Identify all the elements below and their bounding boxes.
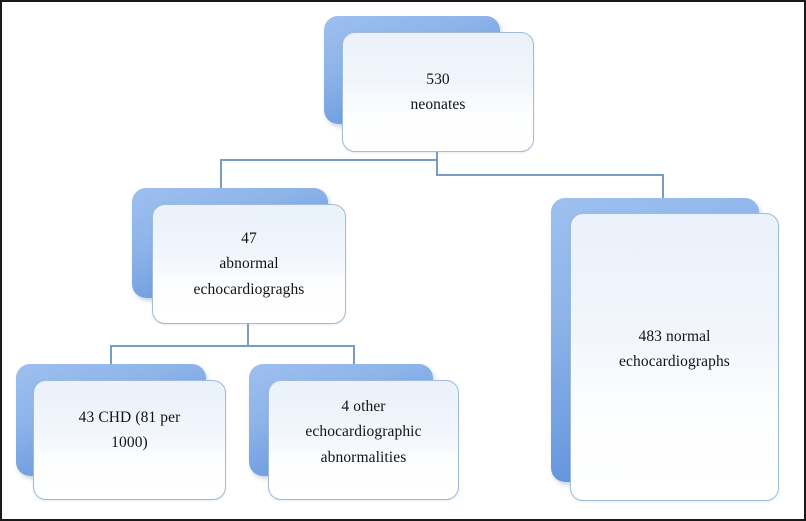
- node-abnormal-card[interactable]: 47 abnormal echocardiograghs: [152, 204, 346, 324]
- node-abnormal-echocardiographs[interactable]: 47 abnormal echocardiograghs: [132, 188, 346, 324]
- node-other-card[interactable]: 4 other echocardiographic abnormalities: [268, 380, 459, 500]
- connector-abnormal-stem: [247, 322, 249, 347]
- node-abnormal-label: 47 abnormal echocardiograghs: [193, 230, 305, 298]
- connector-root-stem: [436, 150, 438, 176]
- connector-root-to-abnormal-horizontal: [220, 159, 438, 161]
- connector-abnormal-to-chd-drop: [110, 345, 112, 369]
- node-normal-label: 483 normal echocardiographs: [619, 327, 730, 370]
- node-root-card[interactable]: 530 neonates: [342, 32, 534, 152]
- node-normal-echocardiographs[interactable]: 483 normal echocardiographs: [551, 198, 779, 501]
- node-other-label: 4 other echocardiographic abnormalities: [305, 398, 422, 466]
- node-other-abnormalities[interactable]: 4 other echocardiographic abnormalities: [249, 364, 459, 500]
- node-chd-card[interactable]: 43 CHD (81 per 1000): [33, 380, 226, 500]
- node-chd[interactable]: 43 CHD (81 per 1000): [16, 364, 226, 500]
- connector-abnormal-to-other-drop: [353, 345, 355, 369]
- connector-root-to-abnormal-drop: [220, 159, 222, 192]
- connector-abnormal-split-horizontal: [110, 345, 355, 347]
- node-root-label: 530 neonates: [410, 70, 466, 113]
- node-chd-label: 43 CHD (81 per 1000): [78, 408, 181, 451]
- node-normal-card[interactable]: 483 normal echocardiographs: [570, 213, 779, 501]
- connector-root-to-normal-drop: [662, 174, 664, 202]
- node-root-neonates[interactable]: 530 neonates: [324, 16, 534, 152]
- connector-root-to-normal-horizontal: [436, 174, 664, 176]
